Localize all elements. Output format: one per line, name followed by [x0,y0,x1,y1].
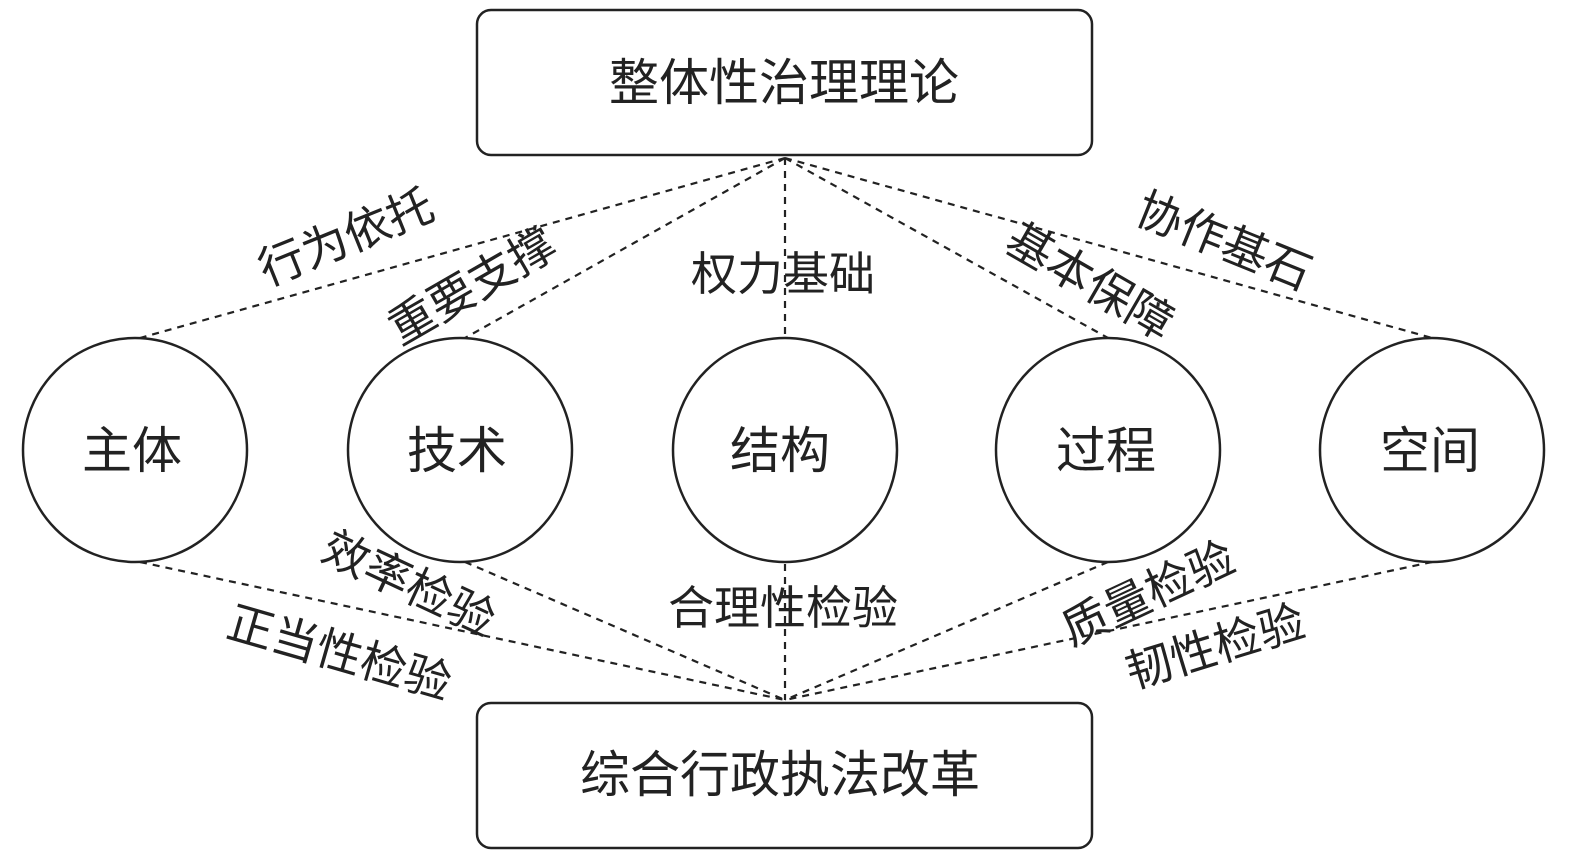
connector-space-top [784,156,1433,340]
connector-subject-bottom [139,560,786,702]
bottom-box-label: 综合行政执法改革 [580,746,980,804]
upper-label: 权力基础 [691,247,875,301]
bottom-box: 综合行政执法改革 [475,701,1094,850]
connector-process-bottom [784,560,1109,702]
circle-process [994,336,1222,564]
lower-connectors [139,560,1433,702]
connector-process-top [784,157,1109,339]
connector-technology-top [464,157,786,339]
circle-technology [346,336,574,564]
circle-space [1318,336,1546,564]
circle-label: 主体 [82,422,182,480]
connector-technology-bottom [464,560,786,702]
top-box: 整体性治理理论 [475,8,1094,157]
upper-connectors [139,156,1433,340]
upper-label: 协作基石 [1129,182,1320,301]
top-box-label: 整体性治理理论 [609,54,959,112]
circle-label: 技术 [407,422,507,480]
circle-structure [671,336,899,564]
lower-label: 合理性检验 [668,581,898,635]
upper-label: 行为依托 [251,178,442,297]
circle-label: 空间 [1380,422,1480,480]
connector-space-bottom [784,560,1433,702]
circle-label: 结构 [730,422,830,480]
circle-nodes: 主体 技术 结构 过程 空间 [21,336,1546,564]
circle-subject [21,336,249,564]
circle-label: 过程 [1056,422,1156,480]
